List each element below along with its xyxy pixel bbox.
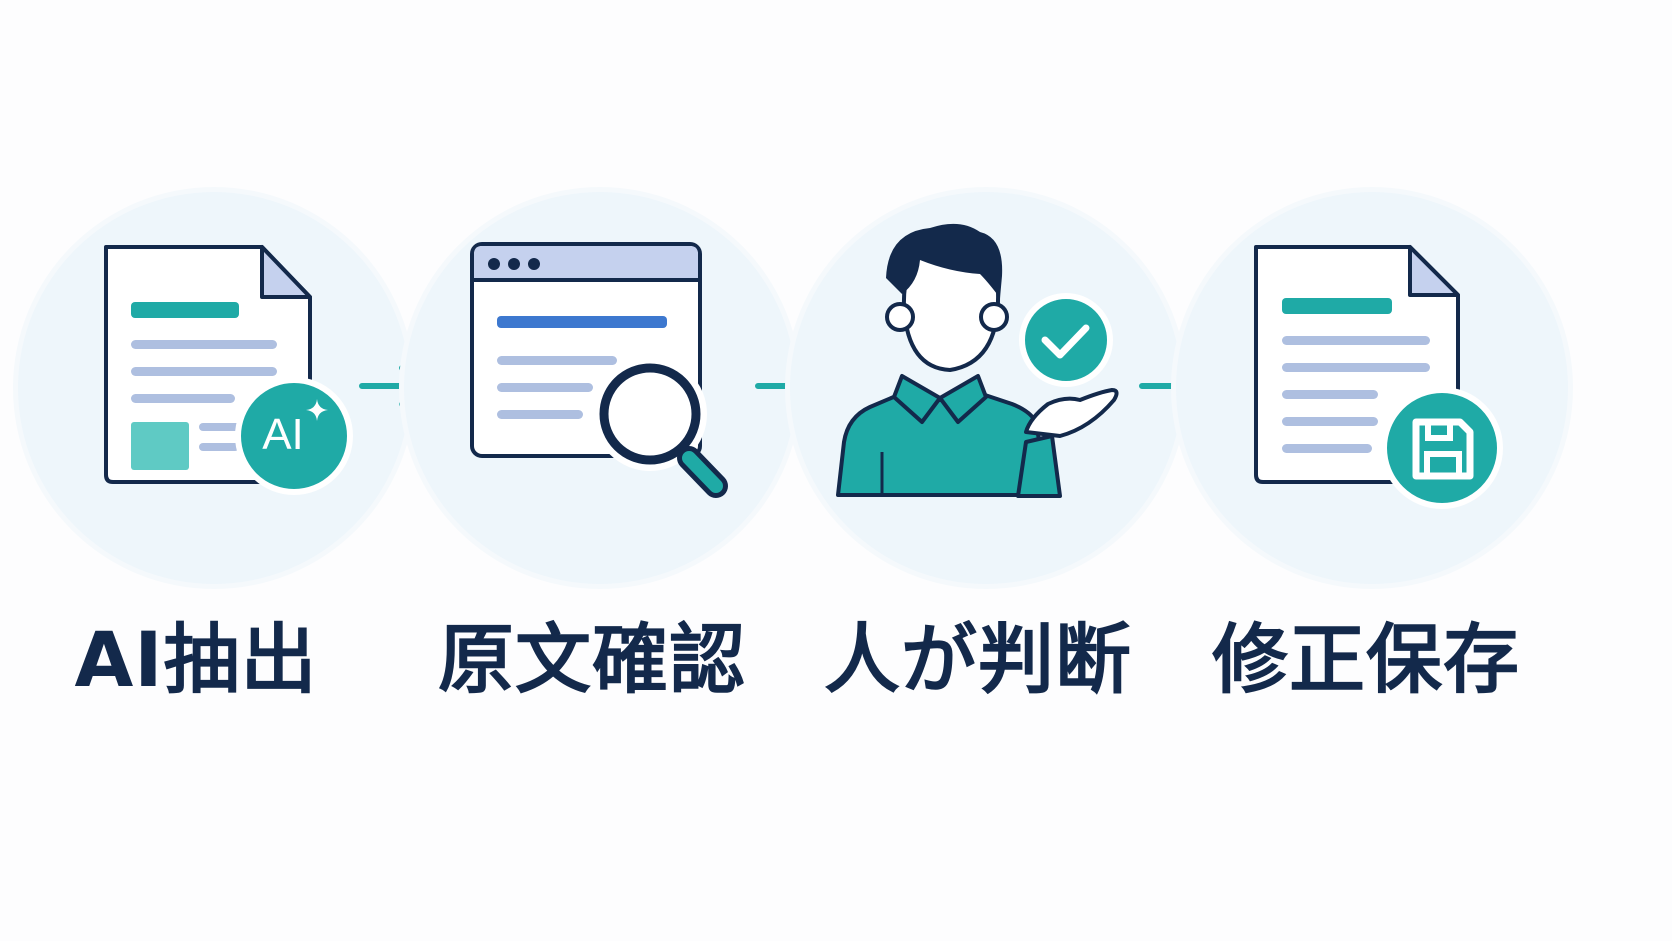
step-circle-source-check [404, 192, 796, 584]
step-label-source-check: 原文確認 [438, 615, 746, 704]
person-check-icon [836, 223, 1119, 498]
ai-document-icon [104, 245, 353, 495]
document-save-icon [1254, 245, 1503, 509]
step-circle-human-judge [790, 192, 1182, 584]
step-label-ai-extract: AI抽出 [74, 615, 318, 704]
browser-magnifier-icon [470, 242, 728, 498]
ai-badge-text: AI [262, 410, 304, 459]
step-label-fix-save: 修正保存 [1212, 615, 1520, 704]
step-circle-ai-extract: AI [18, 192, 410, 584]
step-circle-fix-save [1176, 192, 1568, 584]
step-label-human-judge: 人が判断 [824, 615, 1132, 704]
